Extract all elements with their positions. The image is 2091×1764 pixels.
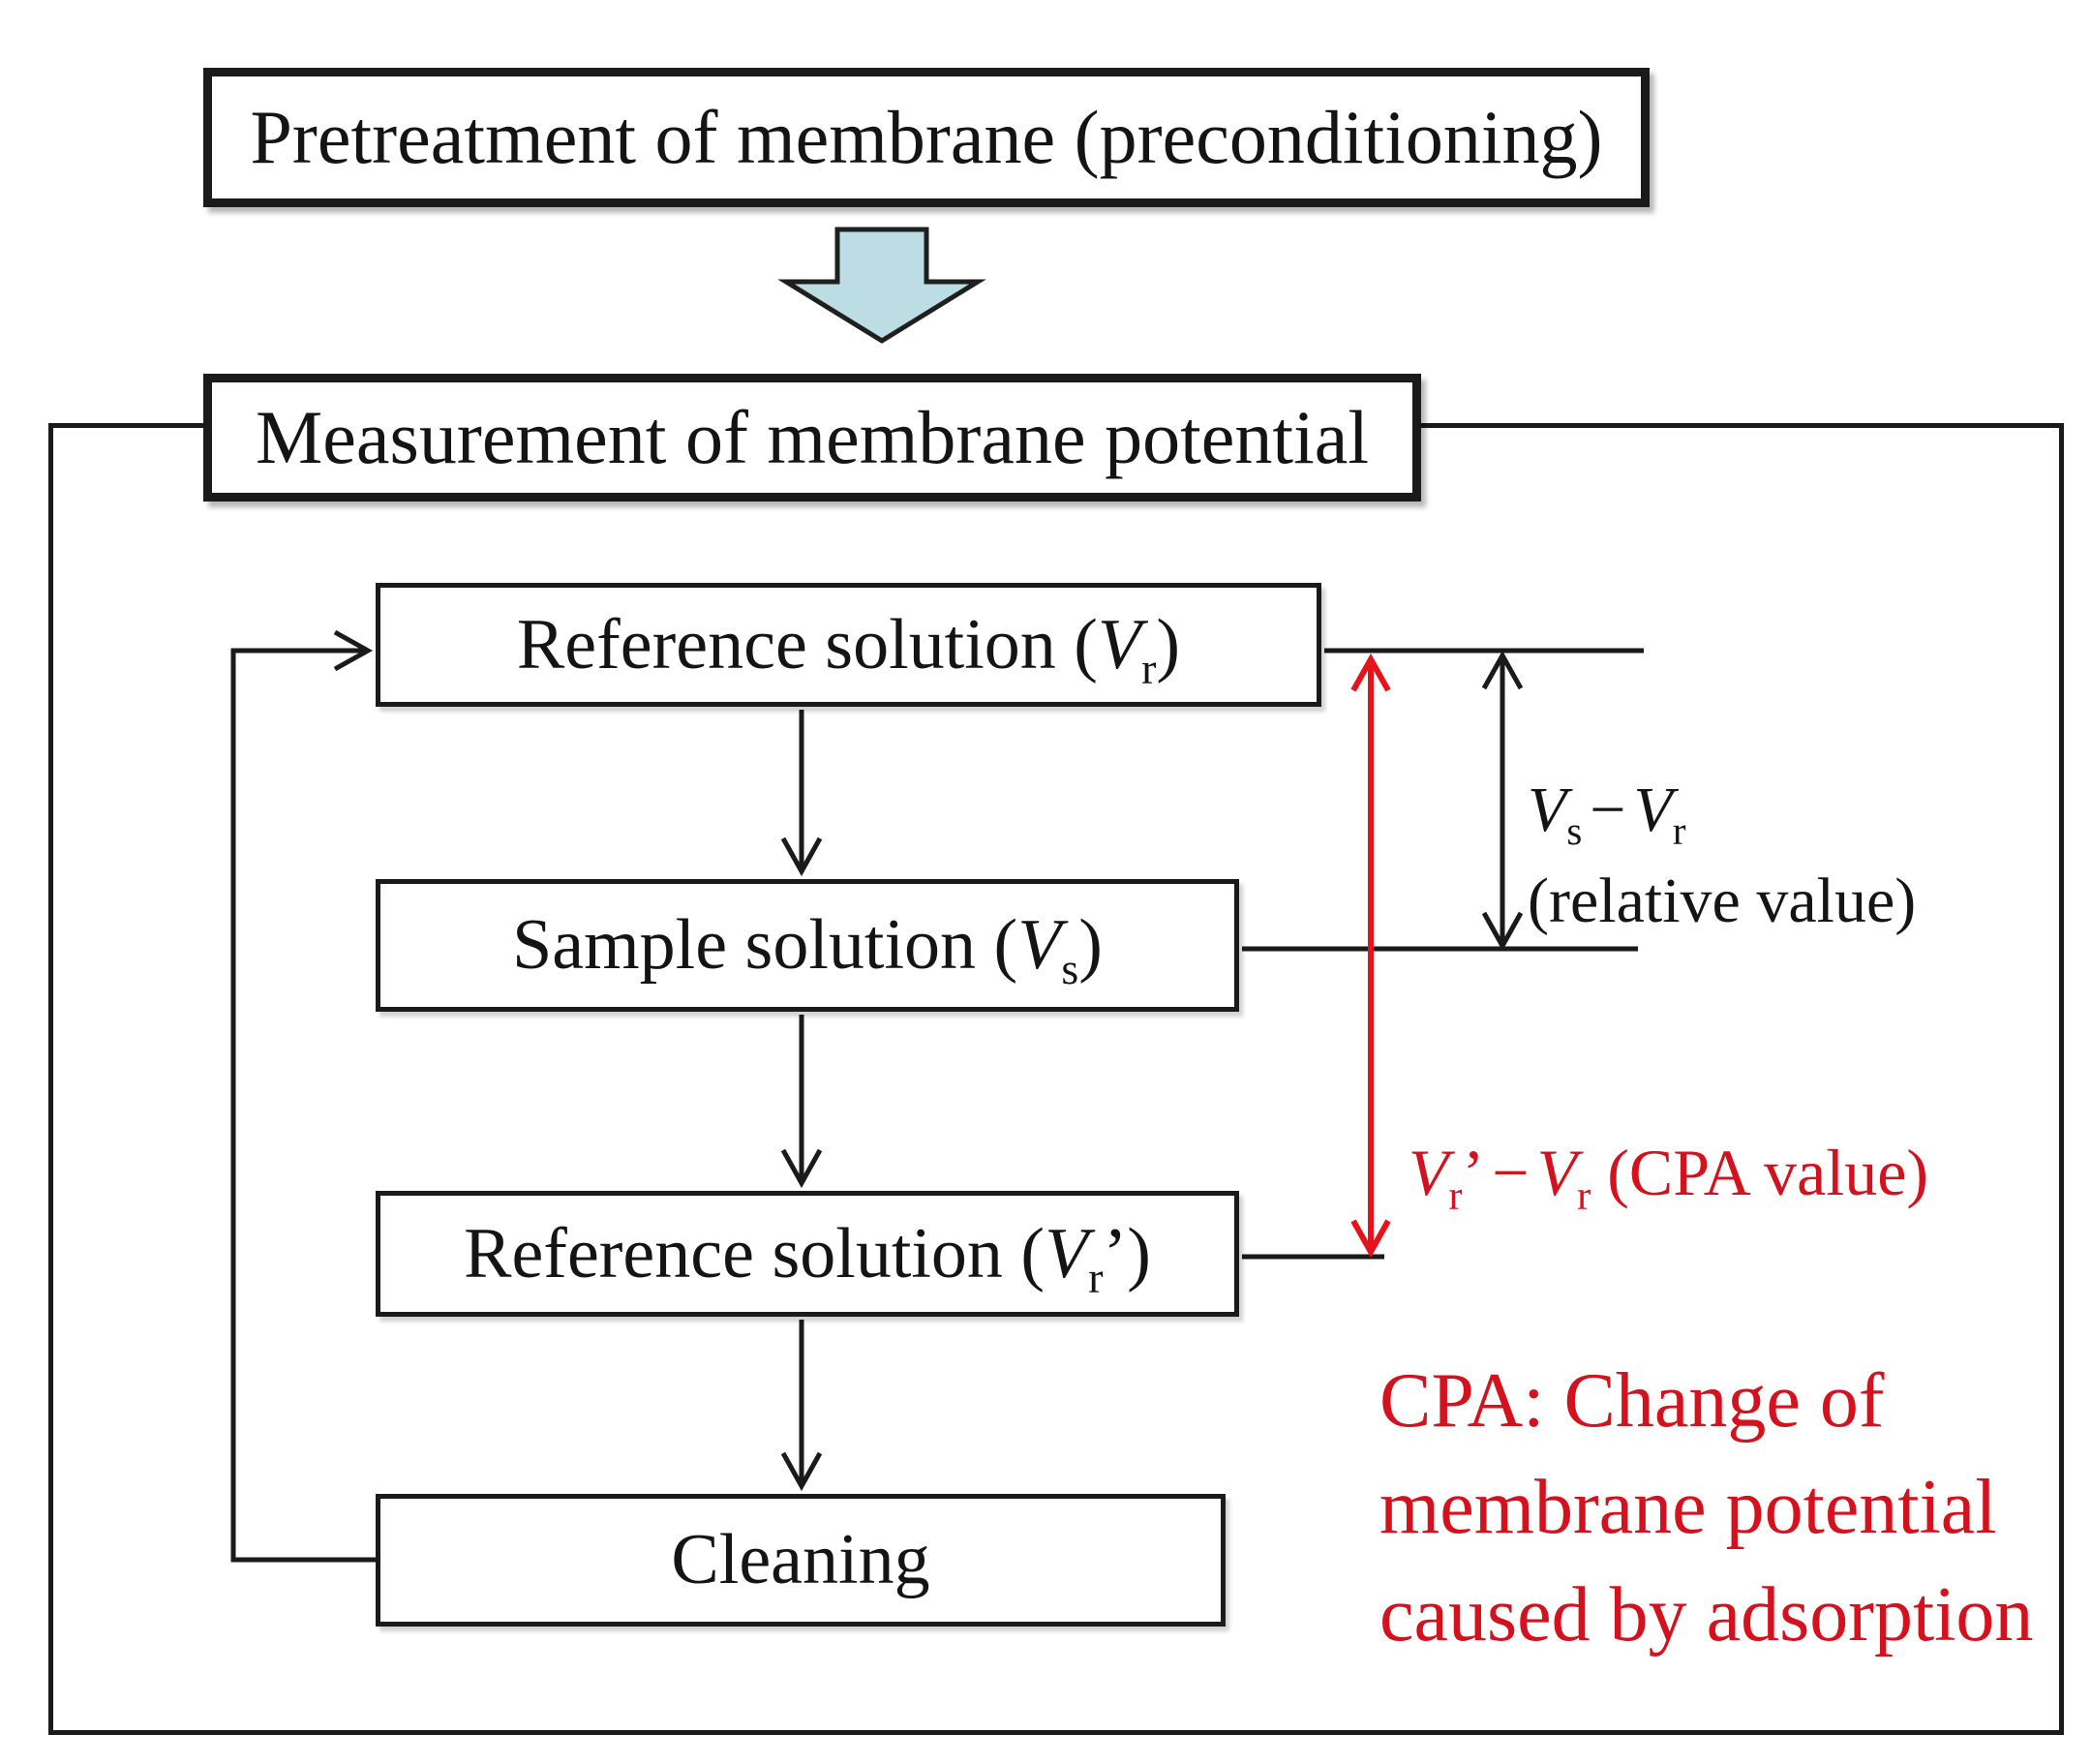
pretreatment-label: Pretreatment of membrane (preconditionin… bbox=[250, 95, 1603, 179]
text-part: ) bbox=[1156, 604, 1181, 684]
text-part: ’ bbox=[1103, 1213, 1128, 1293]
text-part: ) bbox=[1127, 1213, 1151, 1293]
sample-solution-box: Sample solution (Vs) bbox=[376, 879, 1239, 1012]
text-part: r bbox=[1577, 1172, 1591, 1219]
cpa-note-line: caused by adsorption bbox=[1379, 1571, 2034, 1658]
text-part: V bbox=[1536, 1136, 1578, 1209]
sample-solution-label: Sample solution (Vs) bbox=[512, 904, 1103, 990]
text-part: V bbox=[1409, 1136, 1449, 1209]
relative-value-caption: (relative value) bbox=[1528, 865, 1917, 936]
text-part: r bbox=[1448, 1172, 1463, 1219]
cleaning-box: Cleaning bbox=[376, 1494, 1226, 1627]
text-part: r bbox=[1141, 643, 1157, 693]
text-part: − bbox=[1590, 775, 1626, 845]
text-part: V bbox=[1045, 1213, 1089, 1293]
text-part: V bbox=[1633, 775, 1673, 845]
text-part: s bbox=[1061, 943, 1079, 993]
cpa-value-label: Vr’−Vr (CPA value) bbox=[1409, 1135, 1929, 1216]
text-part: V bbox=[1017, 905, 1062, 985]
cleaning-label: Cleaning bbox=[671, 1520, 930, 1599]
flow-down-block-arrow-icon bbox=[777, 227, 986, 344]
text-part: V bbox=[1528, 775, 1567, 845]
reference-solution-1-box: Reference solution (Vr) bbox=[376, 583, 1321, 707]
measurement-box: Measurement of membrane potential bbox=[203, 374, 1421, 502]
text-part: V bbox=[1097, 604, 1142, 684]
cpa-note-line: membrane potential bbox=[1379, 1465, 1997, 1551]
reference-solution-2-box: Reference solution (Vr’) bbox=[376, 1191, 1239, 1317]
text-part: − bbox=[1492, 1136, 1530, 1209]
reference-solution-2-label: Reference solution (Vr’) bbox=[464, 1213, 1151, 1299]
cpa-definition-note: CPA: Change of membrane potential caused… bbox=[1379, 1348, 2033, 1668]
text-part: Sample solution ( bbox=[512, 905, 1018, 985]
text-part: ) bbox=[1078, 905, 1103, 985]
relative-value-label: Vs−Vr (relative value) bbox=[1528, 765, 1916, 946]
text-part: r bbox=[1088, 1252, 1104, 1302]
text-part: s bbox=[1566, 809, 1583, 854]
measurement-label: Measurement of membrane potential bbox=[255, 395, 1370, 479]
text-part: Reference solution ( bbox=[464, 1213, 1046, 1293]
relative-value-formula: Vs−Vr bbox=[1528, 765, 1916, 856]
reference-solution-1-label: Reference solution (Vr) bbox=[516, 604, 1181, 690]
cpa-note-line: CPA: Change of bbox=[1379, 1358, 1885, 1444]
text-part: r bbox=[1672, 809, 1686, 854]
text-part: ’ bbox=[1462, 1136, 1485, 1209]
text-part: (CPA value) bbox=[1591, 1136, 1929, 1209]
text-part: Reference solution ( bbox=[516, 604, 1098, 684]
pretreatment-box: Pretreatment of membrane (preconditionin… bbox=[203, 68, 1650, 207]
feedback-loop-arrow bbox=[230, 629, 376, 1563]
